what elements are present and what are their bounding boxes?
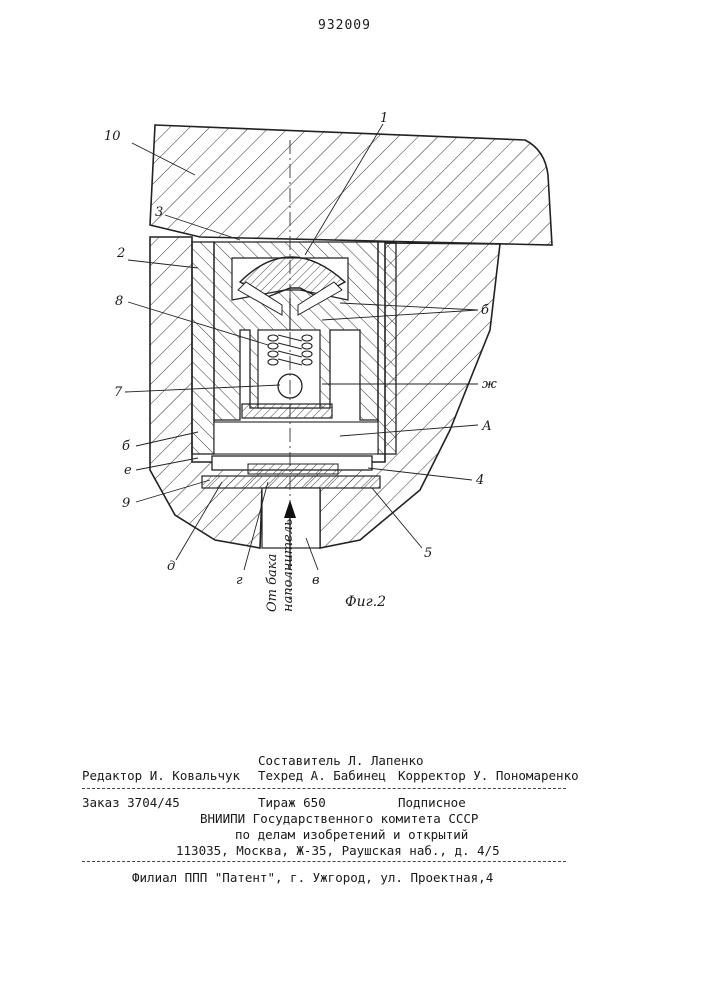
compiler-line: Составитель Л. Лапенко	[258, 753, 424, 768]
label-b-top: б	[481, 303, 489, 318]
seat-plate	[242, 404, 332, 418]
plate-5	[202, 476, 380, 488]
subscription-line: Подписное	[398, 795, 466, 810]
sleeve-2-left	[192, 242, 214, 454]
editor-line: Редактор И. Ковальчук	[82, 768, 240, 783]
divider-top	[82, 788, 566, 789]
label-5: 5	[424, 546, 432, 561]
org-line-2: по делам изобретений и открытий	[235, 827, 468, 842]
label-d: д	[167, 559, 175, 574]
label-2: 2	[116, 246, 125, 261]
label-e: е	[124, 463, 132, 478]
label-8: 8	[115, 294, 123, 309]
sleeve-2-right	[378, 242, 396, 454]
order-line: Заказ 3704/45	[82, 795, 180, 810]
label-a: А	[481, 419, 492, 434]
org-line-1: ВНИИПИ Государственного комитета СССР	[200, 811, 478, 826]
flow-label-line1: От бака	[265, 554, 280, 612]
flow-label-line2: наполнитель	[281, 519, 296, 612]
label-10: 10	[104, 129, 121, 144]
label-v: в	[312, 573, 320, 588]
techred-line: Техред А. Бабинец	[258, 768, 386, 783]
label-4: 4	[475, 473, 484, 488]
corrector-line: Корректор У. Пономаренко	[398, 768, 579, 783]
figure-caption: Фиг.2	[345, 594, 386, 610]
circulation-line: Тираж 650	[258, 795, 326, 810]
branch-line: Филиал ППП "Патент", г. Ужгород, ул. Про…	[132, 870, 493, 885]
label-b-left: б	[122, 439, 130, 454]
label-1: 1	[380, 111, 388, 126]
chamber-a	[214, 422, 378, 454]
label-9: 9	[122, 496, 130, 511]
technical-drawing: 10 1 3 2 8 б 7 ж А б е 4 9 5 д г в От ба…	[0, 0, 707, 640]
address-line: 113035, Москва, Ж-35, Раушская наб., д. …	[176, 843, 500, 858]
label-zh: ж	[482, 377, 497, 392]
divider-bottom	[82, 861, 566, 862]
label-7: 7	[114, 385, 123, 400]
label-g: г	[236, 573, 243, 588]
label-3: 3	[155, 205, 163, 220]
part-10-body	[150, 125, 552, 245]
